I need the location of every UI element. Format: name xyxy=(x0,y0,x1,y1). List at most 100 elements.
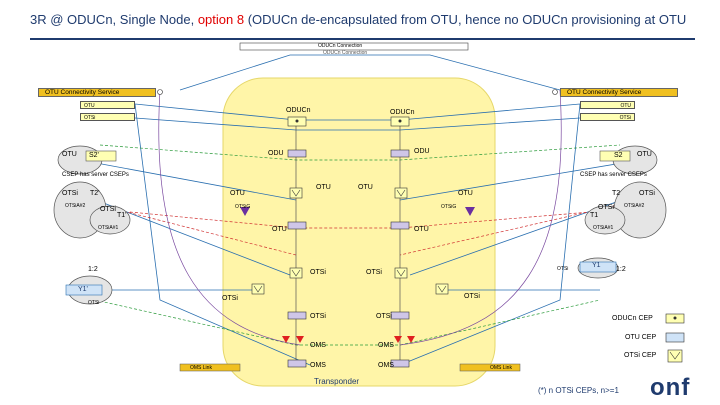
odu-port-left xyxy=(287,149,307,158)
oducn-cep-right xyxy=(390,116,410,127)
right-y-label: Y1 xyxy=(592,262,601,269)
otsi-left-2-label: OTSi xyxy=(222,295,238,302)
legend-oducn-symbol xyxy=(665,313,685,324)
oms-right-label: OMS xyxy=(378,342,394,349)
oms-port-right xyxy=(390,359,410,368)
odu-port-right xyxy=(390,149,410,158)
legend-otsi-symbol xyxy=(667,349,683,363)
right-s-box xyxy=(599,150,631,162)
odu-left-label: ODU xyxy=(268,150,284,157)
oms-link-left-label: OMS Link xyxy=(190,365,212,371)
right-t1-label: T1 xyxy=(590,212,599,219)
otu-right-3: OTU xyxy=(414,226,429,233)
otsig-left-label: OTSiG xyxy=(235,204,251,210)
oms-triangle-right-b xyxy=(407,336,415,343)
odu-connection-bar xyxy=(239,42,469,51)
oms-triangle-left-b xyxy=(296,336,304,343)
otu-port-right xyxy=(390,221,410,230)
otsi-cep-right-2 xyxy=(435,283,449,295)
otsig-triangle-left xyxy=(240,207,250,216)
left-otsi-label: OTSi xyxy=(62,190,78,197)
transponder-label: Transponder xyxy=(314,377,360,386)
left-otu-connectivity-service[interactable]: OTU Connectivity Service xyxy=(38,88,156,97)
otsig-right-label: OTSiG xyxy=(441,204,457,210)
left-s-label: S2' xyxy=(89,152,99,159)
onf-logo: onf xyxy=(650,374,691,401)
oms-port-left xyxy=(287,359,307,368)
left-otu-label: OTU xyxy=(62,151,77,158)
right-otsia1-node xyxy=(584,205,626,235)
legend-otu-symbol xyxy=(665,332,685,343)
right-otsi-tag: OTSi xyxy=(580,113,635,121)
right-otu-label: OTU xyxy=(637,151,652,158)
left-otsia1-label: OTSiA#1 xyxy=(98,225,119,231)
oms-left-label: OMS xyxy=(310,342,326,349)
otsi-right-label: OTSi xyxy=(366,269,382,276)
oducn-cep-left xyxy=(287,116,307,127)
option-label: option 8 xyxy=(197,12,245,27)
otu-right-2: OTU xyxy=(458,190,473,197)
oms-link-right xyxy=(459,363,521,372)
oducn-left-label: ODUCn xyxy=(286,107,311,114)
right-otsia1-label: OTSiA#1 xyxy=(593,225,614,231)
title-rule xyxy=(30,38,695,40)
left-s-box xyxy=(85,150,117,162)
otsi-left-label: OTSi xyxy=(310,269,326,276)
slide-title: 3R @ ODUCn, Single Node, option 8 (ODUCn… xyxy=(30,12,687,27)
otu-cep-left xyxy=(289,187,303,199)
oms-triangle-right-a xyxy=(394,336,402,343)
left-t1-label: T1' xyxy=(117,212,127,219)
otsi-left-3-label: OTSi xyxy=(310,313,326,320)
right-csep-label: CSEP has server CSEPs xyxy=(580,172,647,178)
right-t2-label: T2 xyxy=(612,190,621,197)
left-y-label: Y1' xyxy=(78,286,88,293)
otsi-port-right xyxy=(390,311,410,320)
title-bar: 3R @ ODUCn, Single Node, option 8 (ODUCn… xyxy=(0,0,720,40)
otsi-cep-left xyxy=(289,267,303,279)
left-otsia2-label: OTSiA#2 xyxy=(65,203,86,209)
right-s-label: S2 xyxy=(614,152,623,159)
oms-link-left xyxy=(179,363,241,372)
oms-link-right-label: OMS Link xyxy=(490,365,512,371)
left-otsia1-node xyxy=(89,205,131,235)
otsi-right-2-label: OTSi xyxy=(464,293,480,300)
oms-right-2-label: OMS xyxy=(378,362,394,369)
right-otsi-label: OTSi xyxy=(639,190,655,197)
right-otu-tag: OTU xyxy=(580,101,635,109)
right-otsia2-label: OTSiA#2 xyxy=(624,203,645,209)
otsi-port-left xyxy=(287,311,307,320)
odu-right-label: ODU xyxy=(414,148,430,155)
legend-oducn-label: ODUCn CEP xyxy=(612,315,653,322)
footnote: (*) n OTSi CEPs, n>=1 xyxy=(538,386,619,395)
otu-left-3: OTU xyxy=(272,226,287,233)
left-otsi3-label: OTSi xyxy=(88,300,100,306)
otsi-right-3-label: OTSi xyxy=(376,313,392,320)
left-ratio: 1:2 xyxy=(88,266,98,273)
otsi-cep-right xyxy=(394,267,408,279)
right-otu-connectivity-service[interactable]: OTU Connectivity Service xyxy=(560,88,678,97)
right-y-box xyxy=(579,261,617,273)
otu-left-2: OTU xyxy=(230,190,245,197)
left-otsi2-label: OTSi xyxy=(100,206,116,213)
legend-otu-label: OTU CEP xyxy=(625,334,657,341)
otu-right-1: OTU xyxy=(358,184,373,191)
otsig-triangle-right xyxy=(465,207,475,216)
left-otu-tag: OTU xyxy=(80,101,135,109)
odu-connection-sublabel: ODUCn Connection xyxy=(323,50,368,56)
right-otsi2-label: OTSi xyxy=(598,204,614,211)
transponder-box xyxy=(222,77,496,387)
left-y-box xyxy=(65,284,103,296)
otu-cep-right xyxy=(394,187,408,199)
left-t2-label: T2' xyxy=(90,190,100,197)
right-ratio: 1:2 xyxy=(616,266,626,273)
left-otsi-tag: OTSi xyxy=(80,113,135,121)
oms-left-2-label: OMS xyxy=(310,362,326,369)
otsi-cep-left-2 xyxy=(251,283,265,295)
left-csep-label: CSEP has server CSEPs xyxy=(62,172,129,178)
right-otsi3-label: OTSi xyxy=(557,266,569,272)
otu-port-left xyxy=(287,221,307,230)
otu-left-1: OTU xyxy=(316,184,331,191)
odu-connection-label: ODUCn Connection xyxy=(318,43,363,49)
legend-otsi-label: OTSi CEP xyxy=(624,352,657,359)
